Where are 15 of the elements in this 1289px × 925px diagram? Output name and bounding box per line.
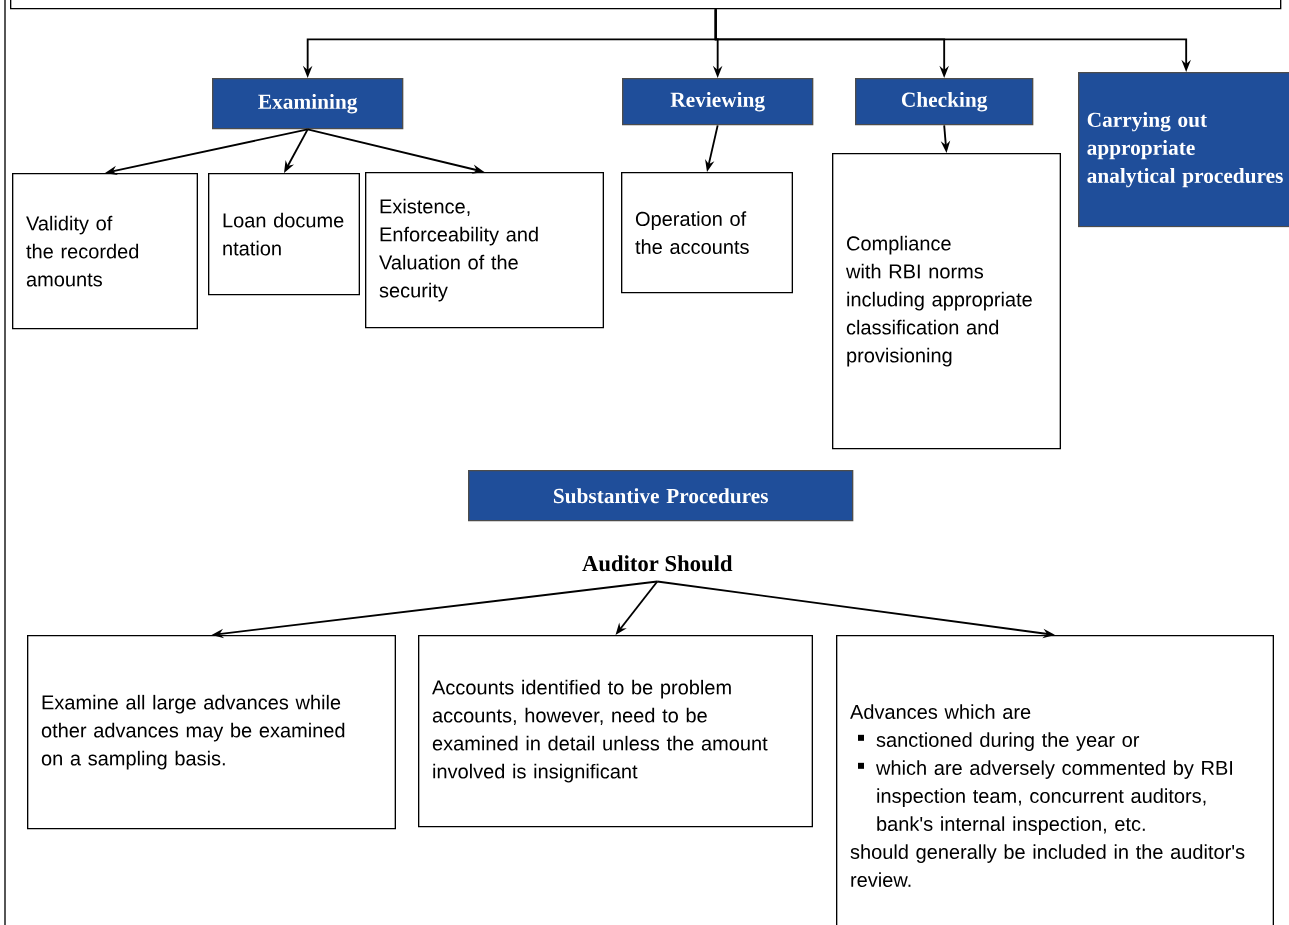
- text-box: Examine all large advances while other advances may be examined on a sampling basis.: [27, 635, 396, 830]
- text-box: Validity of the recorded amounts: [12, 173, 198, 330]
- heading-box: Substantive Procedures: [468, 470, 854, 522]
- heading-text: Auditor Should: [582, 555, 733, 572]
- heading-box: Examining: [212, 78, 404, 130]
- text-box: Existence, Enforceability and Valuation of the security: [365, 172, 604, 329]
- text-box: Accounts identified to be problem accounts, however, need to be examined in detail unless the amount involved is insignificant: [418, 635, 813, 828]
- heading-box: Reviewing: [622, 78, 814, 126]
- heading-box: Carrying out appropriate analytical procedures: [1078, 72, 1289, 228]
- text-box: Loan docume ntation: [208, 173, 360, 296]
- text-box: Operation of the accounts: [621, 172, 793, 294]
- heading-box: Checking: [855, 78, 1034, 126]
- text-box: Advances which are sanctioned during the year or which are adversely commented by RBI inspection team, concurrent auditors, bank's internal inspection, etc. should generally be included in the auditor's review.: [836, 635, 1274, 925]
- text-box: Compliance with RBI norms including appropriate classification and provisioning: [832, 153, 1061, 450]
- box: [10, 0, 1282, 10]
